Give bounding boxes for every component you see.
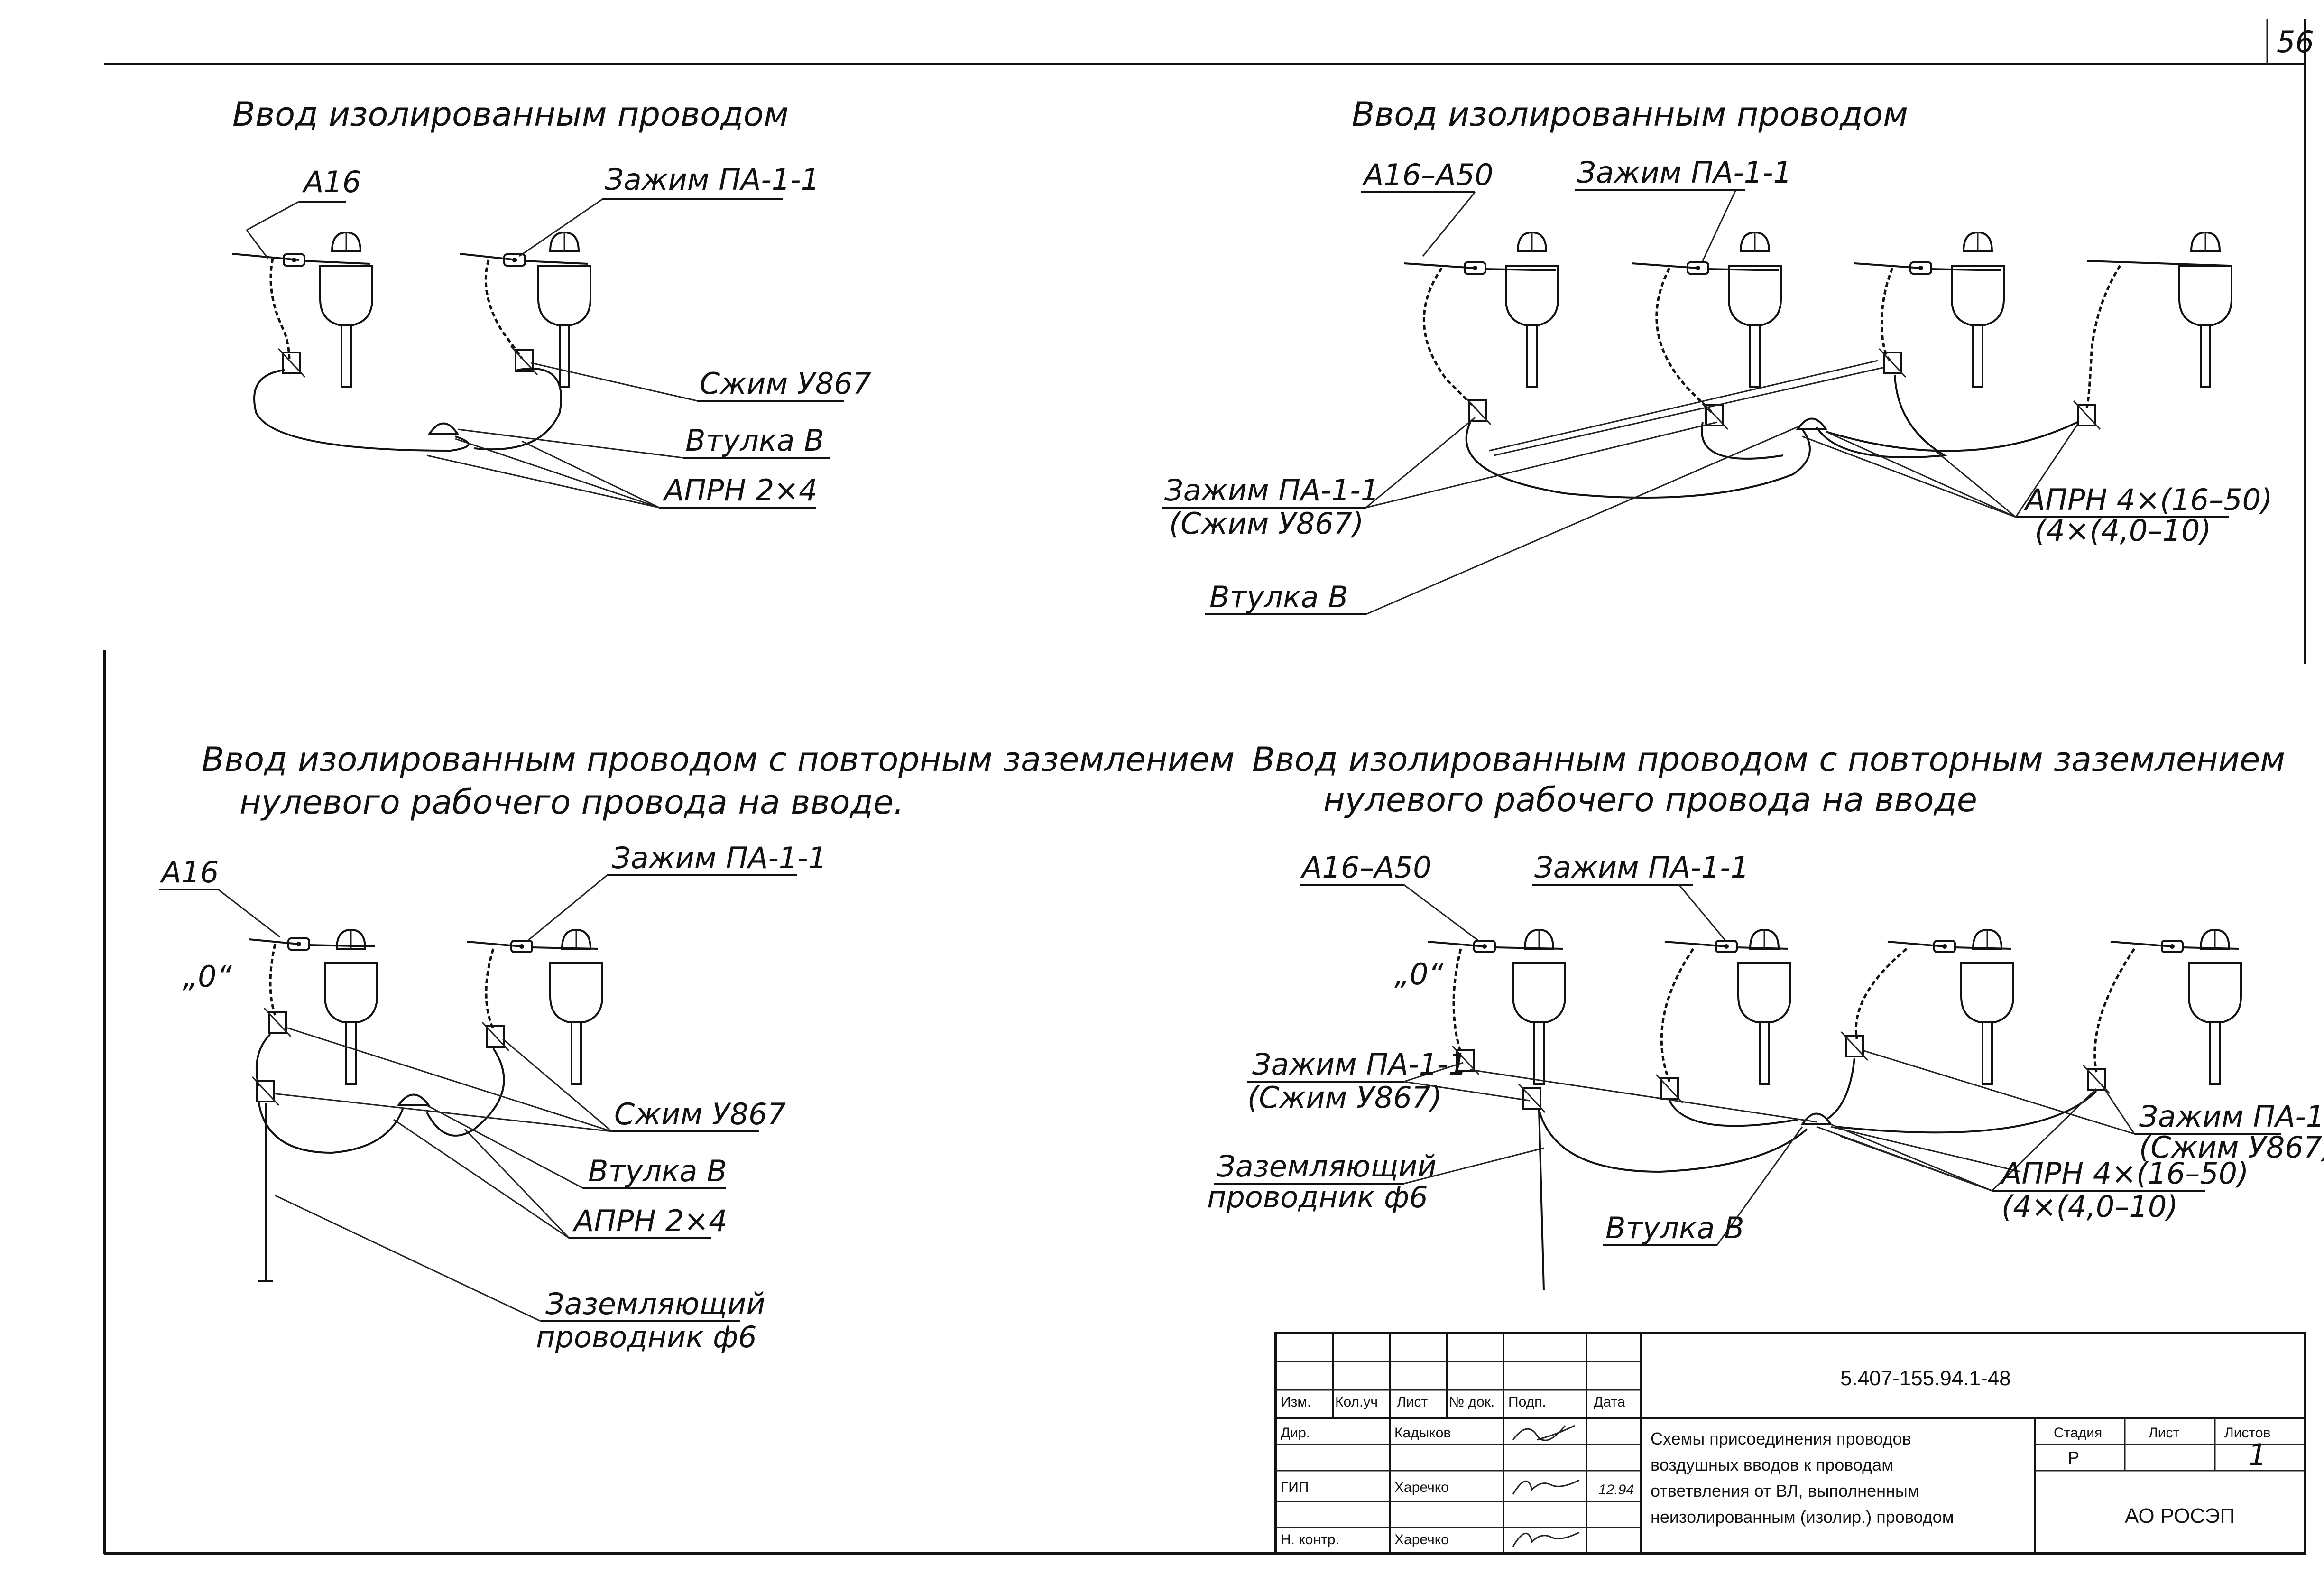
label-squeeze-u867: Сжим У867	[700, 366, 871, 401]
sheet-header: Лист	[2149, 1425, 2179, 1441]
squeeze-clamp-icon	[251, 1076, 280, 1106]
label-clamp-pa: Зажим ПА-1-1	[1534, 850, 1749, 885]
page-number: 56	[2277, 25, 2314, 59]
col-header-docno: № док.	[1449, 1394, 1494, 1410]
label-squeeze-u867: Сжим У867	[614, 1097, 786, 1131]
label-squeeze-alt: (Сжим У867)	[1247, 1080, 1442, 1115]
label-squeeze-right: (Сжим У867)	[2139, 1130, 2324, 1165]
diagram-4-title-line2: нулевого рабочего провода на вводе	[1323, 780, 1977, 819]
signature-icon	[1512, 1531, 1580, 1547]
squeeze-clamp-icon	[1840, 1031, 1869, 1061]
clamp-icon	[503, 253, 526, 267]
col-header-change: Изм.	[1281, 1394, 1311, 1410]
squeeze-clamp-icon	[481, 1021, 510, 1052]
title-block: 5.407-155.94.1-48 Изм. Кол.уч Лист № док…	[1274, 1332, 2306, 1555]
insulator-icon	[324, 929, 378, 1085]
diagram-2: Ввод изолированным проводом	[1162, 95, 2272, 615]
insulator-icon	[2188, 929, 2242, 1085]
sheets-value: 1	[2248, 1437, 2267, 1472]
insulator-icon	[549, 929, 603, 1085]
diagram-1: Ввод изолированным проводом А16 Зажим ПА…	[232, 95, 871, 509]
insulator-icon	[1728, 232, 1782, 388]
col-header-sheet: Лист	[1397, 1394, 1428, 1410]
label-sleeve-b: Втулка В	[685, 423, 824, 458]
label-clamp-pa-right: Зажим ПА-1-1	[2139, 1099, 2324, 1134]
signature-icon	[1512, 1425, 1575, 1441]
squeeze-clamp-icon	[1878, 348, 1907, 378]
insulator-icon	[537, 232, 591, 388]
diagram-3: Ввод изолированным проводом с повторным …	[159, 740, 1235, 1354]
col-header-count: Кол.уч	[1335, 1394, 1378, 1410]
label-sleeve-b: Втулка В	[1605, 1211, 1744, 1245]
label-clamp-pa-alt: Зажим ПА-1-1	[1252, 1047, 1467, 1082]
diagram-1-title: Ввод изолированным проводом	[232, 95, 789, 134]
insulator-icon	[1512, 929, 1566, 1085]
stage-header: Стадия	[2054, 1425, 2102, 1441]
insulator-icon	[1737, 929, 1791, 1085]
label-a16: А16	[302, 165, 361, 199]
insulator-icon	[1505, 232, 1559, 388]
label-sleeve-b: Втулка В	[1209, 580, 1348, 614]
squeeze-clamp-icon	[1518, 1083, 1546, 1113]
label-aprn-alt: (4×(4,0–10)	[2035, 513, 2211, 548]
label-ground-conductor-2: проводник ф6	[536, 1320, 757, 1354]
row-name: Харечко	[1394, 1532, 1449, 1547]
diagram-4: Ввод изолированным проводом с повторным …	[1207, 740, 2324, 1291]
label-aprn: АПРН 2×4	[662, 473, 818, 508]
label-a16-a50: А16–А50	[1300, 850, 1432, 885]
label-a16: А16	[159, 855, 219, 889]
label-squeeze-alt: (Сжим У867)	[1169, 506, 1364, 541]
insulator-icon	[1951, 232, 2005, 388]
description-line-2: воздушных вводов к проводам	[1651, 1455, 1893, 1474]
description-line-4: неизолированным (изолир.) проводом	[1651, 1507, 1954, 1527]
diagram-4-title-line1: Ввод изолированным проводом с повторным …	[1252, 740, 2285, 779]
row-name: Харечко	[1394, 1480, 1449, 1495]
row-role: Н. контр.	[1281, 1532, 1339, 1547]
squeeze-clamp-icon	[510, 345, 538, 376]
insulator-icon	[319, 232, 373, 388]
insulator-icon	[2178, 232, 2232, 388]
row-role: Дир.	[1281, 1425, 1310, 1441]
squeeze-clamp-icon	[277, 348, 306, 378]
label-aprn: АПРН 2×4	[572, 1204, 728, 1238]
label-ground-conductor: Заземляющий	[1217, 1149, 1437, 1184]
label-sleeve-b: Втулка В	[588, 1154, 727, 1188]
label-aprn: АПРН 4×(16–50)	[2023, 482, 2272, 517]
sheets-header: Листов	[2224, 1425, 2270, 1441]
label-zero: „0“	[1394, 957, 1444, 991]
diagram-2-title: Ввод изолированным проводом	[1352, 95, 1908, 134]
row-name: Кадыков	[1394, 1425, 1451, 1441]
signature-icon	[1512, 1479, 1580, 1495]
description-line-3: ответвления от ВЛ, выполненным	[1651, 1481, 1919, 1501]
label-clamp-pa: Зажим ПА-1-1	[612, 841, 827, 875]
label-a16-a50: А16–А50	[1362, 157, 1494, 192]
row-role: ГИП	[1281, 1480, 1309, 1495]
row-date: 12.94	[1598, 1482, 1634, 1498]
clamp-icon	[283, 253, 305, 267]
organization: АО РОСЭП	[2125, 1504, 2235, 1528]
label-clamp-pa: Зажим ПА-1-1	[605, 162, 820, 197]
col-header-sign: Подп.	[1508, 1394, 1546, 1410]
squeeze-clamp-icon	[1463, 395, 1492, 426]
diagram-3-title-line1: Ввод изолированным проводом с повторным …	[202, 740, 1235, 779]
col-header-date: Дата	[1594, 1394, 1625, 1410]
squeeze-clamp-icon	[263, 1007, 292, 1037]
label-clamp-pa-alt: Зажим ПА-1-1	[1164, 473, 1379, 508]
label-clamp-pa: Зажим ПА-1-1	[1577, 155, 1792, 190]
doc-code: 5.407-155.94.1-48	[1840, 1367, 2011, 1390]
stage-value: Р	[2068, 1448, 2079, 1467]
insulator-icon	[1960, 929, 2014, 1085]
label-aprn: АПРН 4×(16–50)	[2000, 1156, 2249, 1191]
label-ground-conductor-2: проводник ф6	[1207, 1180, 1428, 1214]
label-ground-conductor: Заземляющий	[545, 1287, 765, 1321]
description-line-1: Схемы присоединения проводов	[1651, 1429, 1911, 1448]
diagram-3-title-line2: нулевого рабочего провода на вводе.	[240, 783, 904, 822]
label-zero: „0“	[183, 959, 232, 994]
label-aprn-alt: (4×(4,0–10)	[2001, 1189, 2178, 1224]
